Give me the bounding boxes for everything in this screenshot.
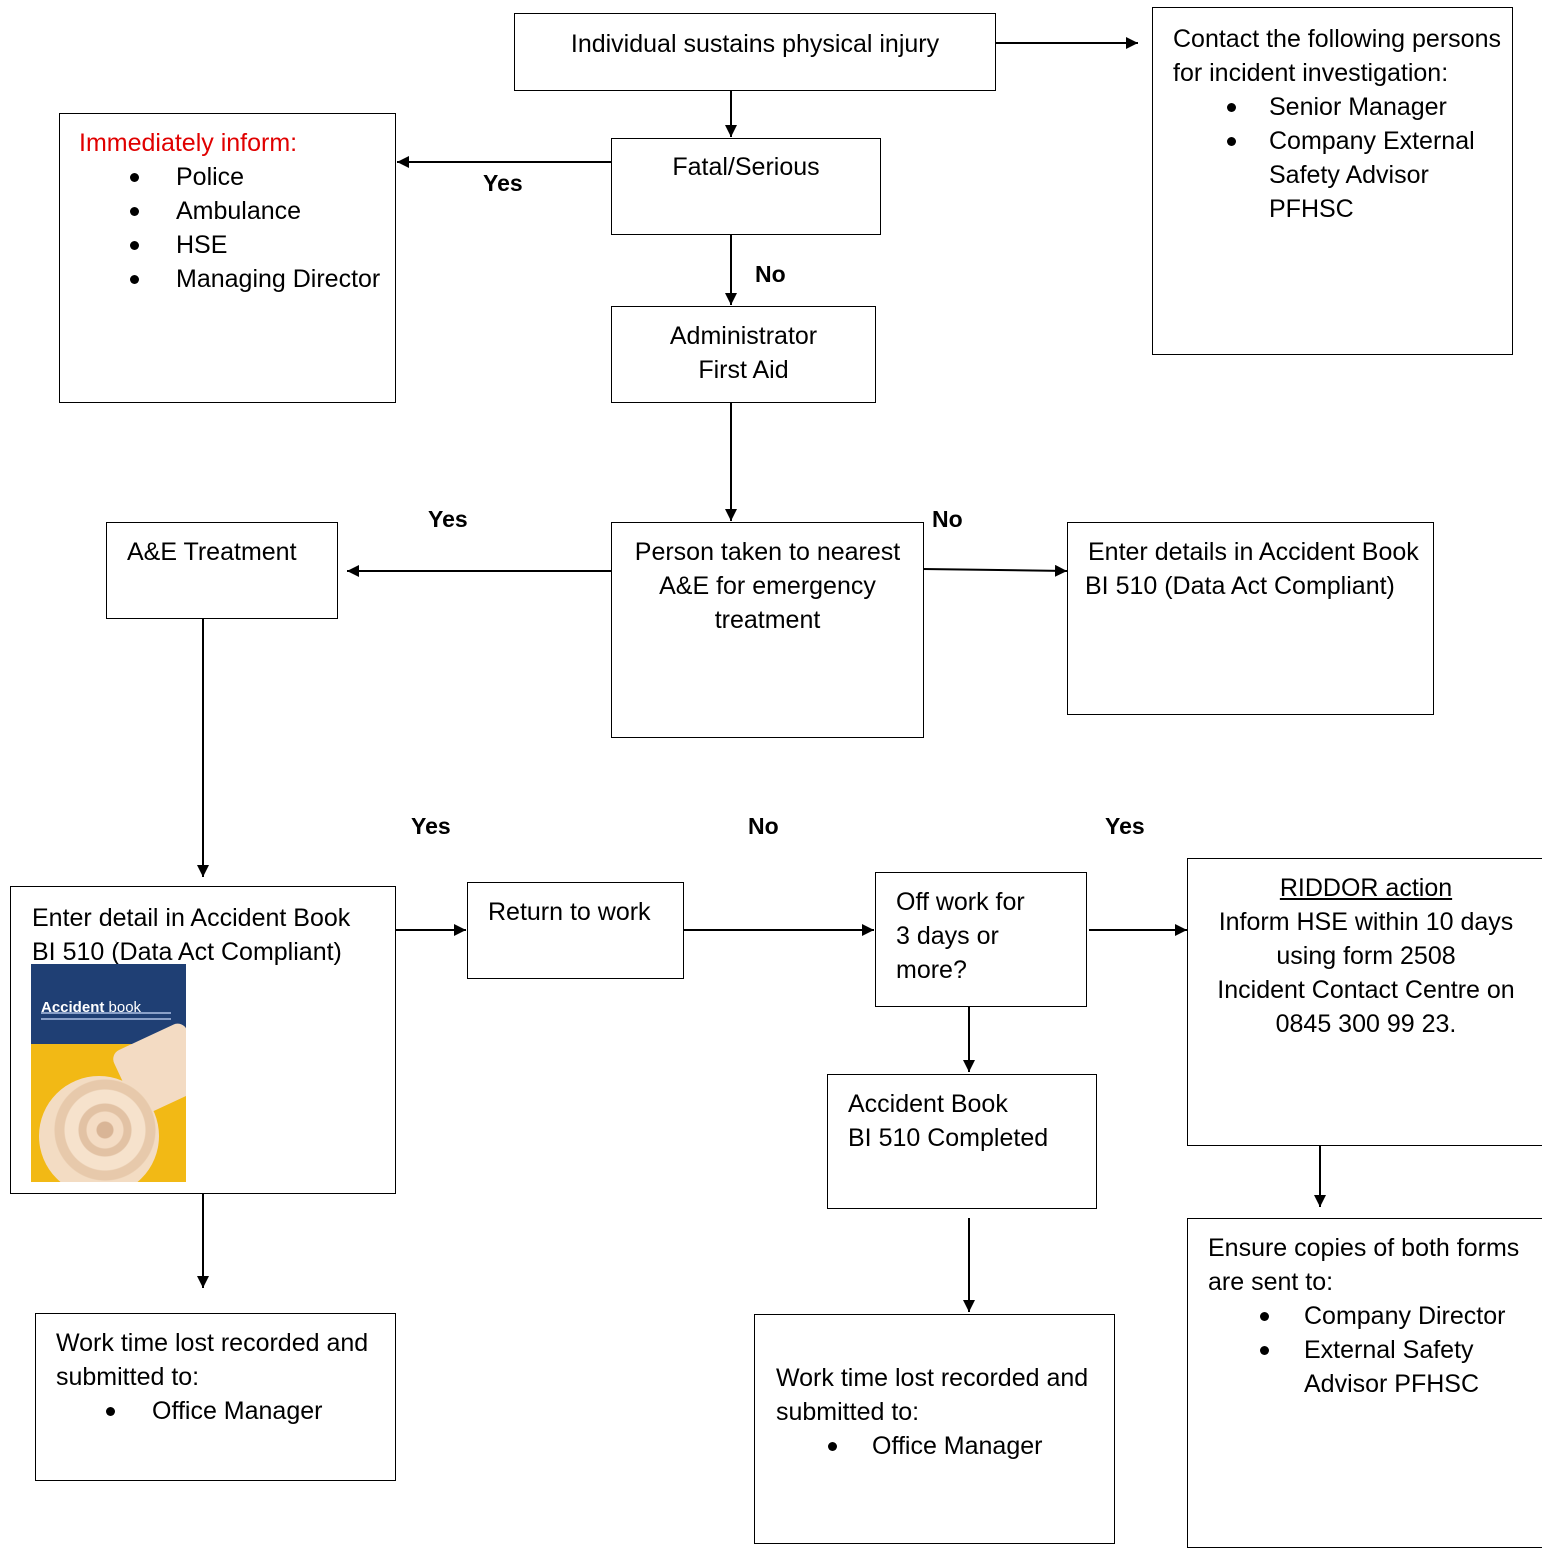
- contact-list-item: Company External: [1227, 124, 1512, 158]
- arrow-ae-to-details: [922, 564, 1068, 577]
- lost-mid-line: Work time lost recorded and: [776, 1364, 1089, 1392]
- edge-label-no: No: [748, 813, 779, 839]
- accident-book-image: Accident book: [31, 964, 186, 1182]
- inform-list-item: HSE: [130, 228, 395, 262]
- copies-list-item: Company Director: [1260, 1299, 1542, 1333]
- node-riddor-action: RIDDOR action Inform HSE within 10 days …: [1187, 858, 1542, 1146]
- riddor-line: using form 2508: [1276, 942, 1456, 970]
- inform-list-item: Managing Director: [130, 262, 395, 296]
- node-enter-details-right: Enter details in Accident Book BI 510 (D…: [1067, 522, 1434, 715]
- accident-book-cover-lines: [41, 1012, 171, 1014]
- enter-detail-line: Enter detail in Accident Book: [32, 904, 351, 932]
- enter-details-line: Enter details in Accident Book: [1088, 538, 1419, 566]
- contact-list-item: Senior Manager: [1227, 90, 1512, 124]
- ae-question-line: treatment: [714, 606, 821, 634]
- node-enter-detail-left: Enter detail in Accident Book BI 510 (Da…: [10, 886, 396, 1194]
- edge-label-yes: Yes: [1105, 813, 1145, 839]
- inform-list-item: Ambulance: [130, 194, 395, 228]
- lost-mid-list: Office Manager: [776, 1429, 1114, 1463]
- lost-left-line: submitted to:: [56, 1363, 200, 1391]
- node-injury-text: Individual sustains physical injury: [570, 30, 940, 58]
- contact-intro-line: Contact the following persons: [1173, 25, 1501, 53]
- ae-treatment-text: A&E Treatment: [127, 538, 297, 566]
- return-to-work-text: Return to work: [488, 898, 651, 926]
- copies-list-continuation: Advisor PFHSC: [1304, 1370, 1480, 1398]
- bandage-roll: [39, 1076, 159, 1182]
- first-aid-line: Administrator: [669, 322, 818, 350]
- ae-question-line: Person taken to nearest: [634, 538, 901, 566]
- accident-book-cover-title: Accident book: [41, 999, 142, 1016]
- node-fatal-serious: Fatal/Serious: [611, 138, 881, 235]
- contact-list-continuation: PFHSC: [1269, 195, 1354, 223]
- edge-label-yes: Yes: [483, 170, 523, 196]
- contact-list: Senior Manager Company External: [1173, 90, 1512, 158]
- ae-question-line: A&E for emergency: [659, 572, 876, 600]
- off-work-line: Off work for: [896, 888, 1025, 916]
- node-injury: Individual sustains physical injury: [514, 13, 996, 91]
- lost-left-line: Work time lost recorded and: [56, 1329, 369, 1357]
- node-book-completed: Accident Book BI 510 Completed: [827, 1074, 1097, 1209]
- node-off-work-question: Off work for 3 days or more?: [875, 872, 1087, 1007]
- edge-label-no: No: [932, 506, 963, 532]
- node-work-time-lost-mid: Work time lost recorded and submitted to…: [754, 1314, 1115, 1544]
- off-work-line: 3 days or: [896, 922, 999, 950]
- copies-list-item: External Safety: [1260, 1333, 1542, 1367]
- first-aid-line: First Aid: [698, 356, 789, 384]
- node-ae-question: Person taken to nearest A&E for emergenc…: [611, 522, 924, 738]
- riddor-line: Inform HSE within 10 days: [1218, 908, 1514, 936]
- node-fatal-text: Fatal/Serious: [672, 153, 820, 181]
- inform-list-item: Police: [130, 160, 395, 194]
- node-first-aid: Administrator First Aid: [611, 306, 876, 403]
- node-contact-persons: Contact the following persons for incide…: [1152, 7, 1513, 355]
- riddor-line: Incident Contact Centre on: [1217, 976, 1515, 1004]
- book-completed-line: Accident Book: [848, 1090, 1008, 1118]
- edge-label-no: No: [755, 261, 786, 287]
- node-ensure-copies: Ensure copies of both forms are sent to:…: [1187, 1218, 1542, 1548]
- copies-line: are sent to:: [1208, 1268, 1334, 1296]
- lost-left-list-item: Office Manager: [106, 1394, 395, 1428]
- enter-detail-line: BI 510 (Data Act Compliant): [32, 938, 342, 966]
- off-work-line: more?: [896, 956, 967, 984]
- node-immediately-inform: Immediately inform: Police Ambulance HSE…: [59, 113, 396, 403]
- riddor-line: 0845 300 99 23.: [1275, 1010, 1457, 1038]
- inform-list: Police Ambulance HSE Managing Director: [79, 160, 395, 296]
- lost-mid-list-item: Office Manager: [828, 1429, 1114, 1463]
- edge-label-yes: Yes: [428, 506, 468, 532]
- copies-line: Ensure copies of both forms: [1208, 1234, 1520, 1262]
- edge-label-yes: Yes: [411, 813, 451, 839]
- enter-details-line: BI 510 (Data Act Compliant): [1085, 572, 1395, 600]
- inform-heading: Immediately inform:: [79, 129, 298, 157]
- node-return-to-work: Return to work: [467, 882, 684, 979]
- contact-list-continuation: Safety Advisor: [1269, 161, 1429, 189]
- contact-intro-line: for incident investigation:: [1173, 59, 1449, 87]
- copies-list: Company Director External Safety: [1208, 1299, 1542, 1367]
- node-ae-treatment: A&E Treatment: [106, 522, 338, 619]
- riddor-heading: RIDDOR action: [1279, 874, 1453, 902]
- lost-mid-line: submitted to:: [776, 1398, 920, 1426]
- lost-left-list: Office Manager: [56, 1394, 395, 1428]
- node-work-time-lost-left: Work time lost recorded and submitted to…: [35, 1313, 396, 1481]
- book-completed-line: BI 510 Completed: [848, 1124, 1049, 1152]
